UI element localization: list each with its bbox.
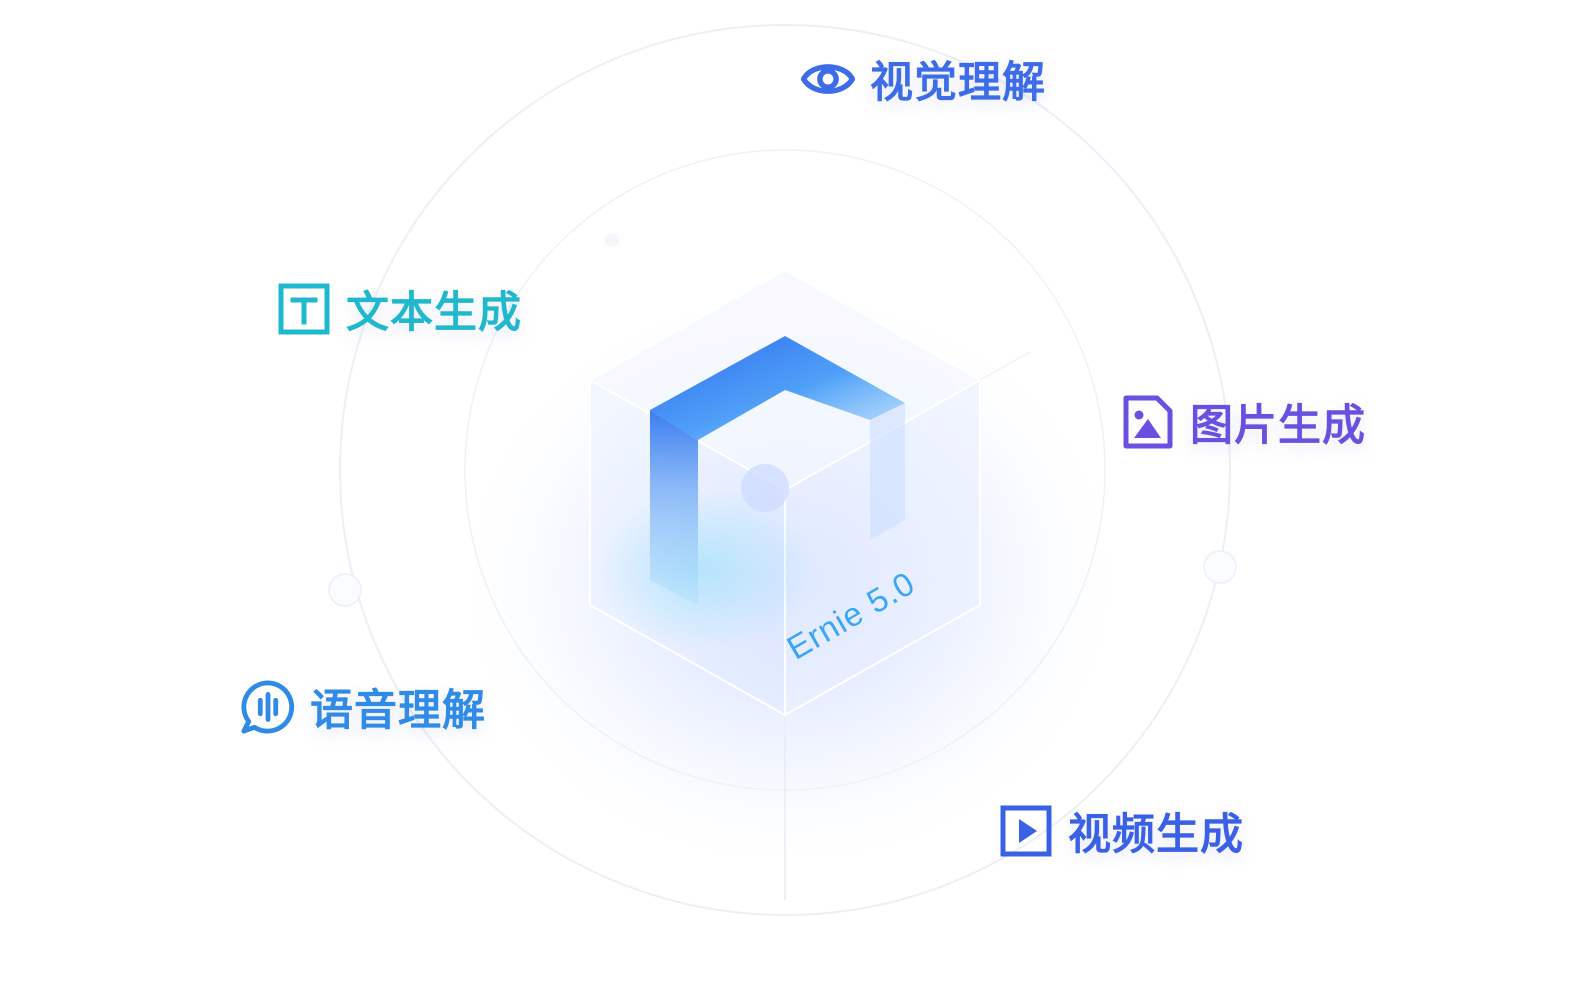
feature-label: 视频生成	[1068, 810, 1244, 860]
outer-orbit-ring	[339, 24, 1231, 916]
cube-ribbon-top	[650, 336, 905, 440]
cube-right-face	[784, 378, 981, 717]
connector-line	[544, 349, 591, 381]
feature-speech-understanding: 语音理解	[240, 676, 486, 738]
speech-bubble-icon	[240, 679, 296, 735]
feature-label: 语音理解	[310, 686, 486, 736]
cube-ribbon-leg	[650, 410, 698, 605]
feature-label: 视觉理解	[870, 58, 1046, 108]
feature-label: 文本生成	[346, 288, 522, 338]
feature-vision: 视觉理解	[800, 48, 1046, 110]
orbit-node	[605, 233, 619, 247]
connector-line	[979, 351, 1031, 381]
cube-ribbon-right	[870, 403, 905, 540]
feature-label: 图片生成	[1190, 401, 1366, 451]
play-icon	[998, 803, 1054, 859]
feature-text-generation: 文本生成	[276, 278, 522, 340]
orbit-node	[1203, 550, 1237, 584]
orbit-node	[328, 573, 362, 607]
cube-inner-glow	[595, 490, 815, 650]
eye-icon	[800, 51, 856, 107]
feature-video-generation: 视频生成	[998, 800, 1244, 862]
text-t-icon	[276, 281, 332, 337]
feature-image-generation: 图片生成	[1120, 391, 1366, 453]
cube-core-orb	[741, 464, 789, 512]
image-icon	[1120, 394, 1176, 450]
